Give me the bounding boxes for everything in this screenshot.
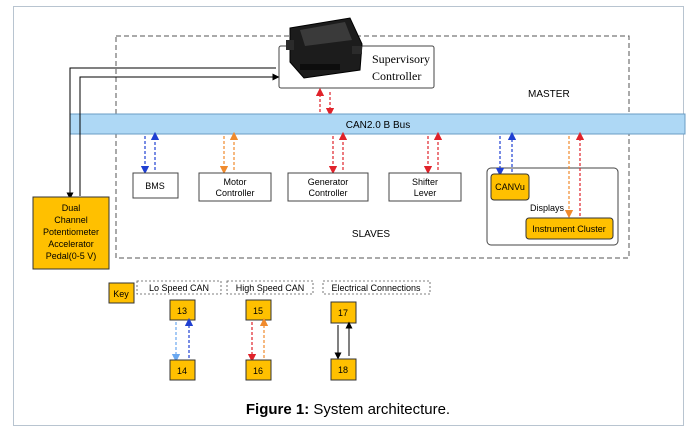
motor-label-line1: Motor <box>223 177 246 187</box>
generator-controller-box <box>287 172 369 202</box>
key-node-14 <box>169 359 196 381</box>
caption-text: System architecture. <box>309 401 451 418</box>
accelerator-pedal-box <box>32 196 110 270</box>
electrical-legend-box <box>322 280 431 295</box>
pedal-line1: Dual <box>62 203 81 213</box>
instrument-cluster-box <box>525 217 614 240</box>
lo-speed-label: Lo Speed CAN <box>149 283 209 293</box>
shifter-lever-box <box>388 172 462 202</box>
key-node-14-label: 14 <box>177 366 187 376</box>
figure-caption: Figure 1: System architecture. <box>0 401 696 418</box>
canvu-label: CANVu <box>495 182 525 192</box>
displays-label: Displays <box>530 203 565 213</box>
bms-box <box>132 172 179 199</box>
generator-label-line2: Controller <box>308 188 347 198</box>
slaves-label: SLAVES <box>352 229 390 240</box>
can-bus-label: CAN2.0 B Bus <box>346 120 410 131</box>
key-node-16 <box>245 359 272 381</box>
pedal-wire-1 <box>79 73 280 196</box>
key-node-18 <box>330 358 357 381</box>
caption-prefix: Figure 1: <box>245 401 310 418</box>
key-node-16-label: 16 <box>253 366 263 376</box>
pedal-line5: Pedal(0-5 V) <box>46 251 97 261</box>
system-boundary <box>115 35 630 259</box>
high-speed-label: High Speed CAN <box>236 283 305 293</box>
motor-controller-box <box>198 172 272 202</box>
pedal-line4: Accelerator <box>48 239 94 249</box>
pedal-line3: Potentiometer <box>43 227 99 237</box>
high-speed-legend-box <box>226 280 314 295</box>
key-node-15-label: 15 <box>253 306 263 316</box>
lo-speed-legend-box <box>136 280 222 295</box>
key-node-13 <box>169 299 196 321</box>
master-label: MASTER <box>528 89 570 100</box>
canvu-box <box>490 173 530 201</box>
key-box <box>108 282 135 304</box>
pedal-line2: Channel <box>54 215 88 225</box>
electrical-label: Electrical Connections <box>331 283 421 293</box>
controller-device-icon <box>286 17 363 79</box>
shifter-label-line1: Shifter <box>412 177 438 187</box>
key-node-17 <box>330 301 357 324</box>
shifter-label-line2: Lever <box>414 188 437 198</box>
supervisory-label-line1: Supervisory <box>372 52 430 66</box>
bms-label: BMS <box>145 181 165 191</box>
key-node-13-label: 13 <box>177 306 187 316</box>
key-node-18-label: 18 <box>338 365 348 375</box>
generator-label-line1: Generator <box>308 177 349 187</box>
pedal-wire-2 <box>66 67 276 200</box>
key-node-15 <box>245 299 272 321</box>
motor-label-line2: Controller <box>215 188 254 198</box>
cluster-label: Instrument Cluster <box>532 224 606 234</box>
supervisory-label-line2: Controller <box>372 69 421 83</box>
key-label: Key <box>113 289 129 299</box>
key-node-17-label: 17 <box>338 308 348 318</box>
